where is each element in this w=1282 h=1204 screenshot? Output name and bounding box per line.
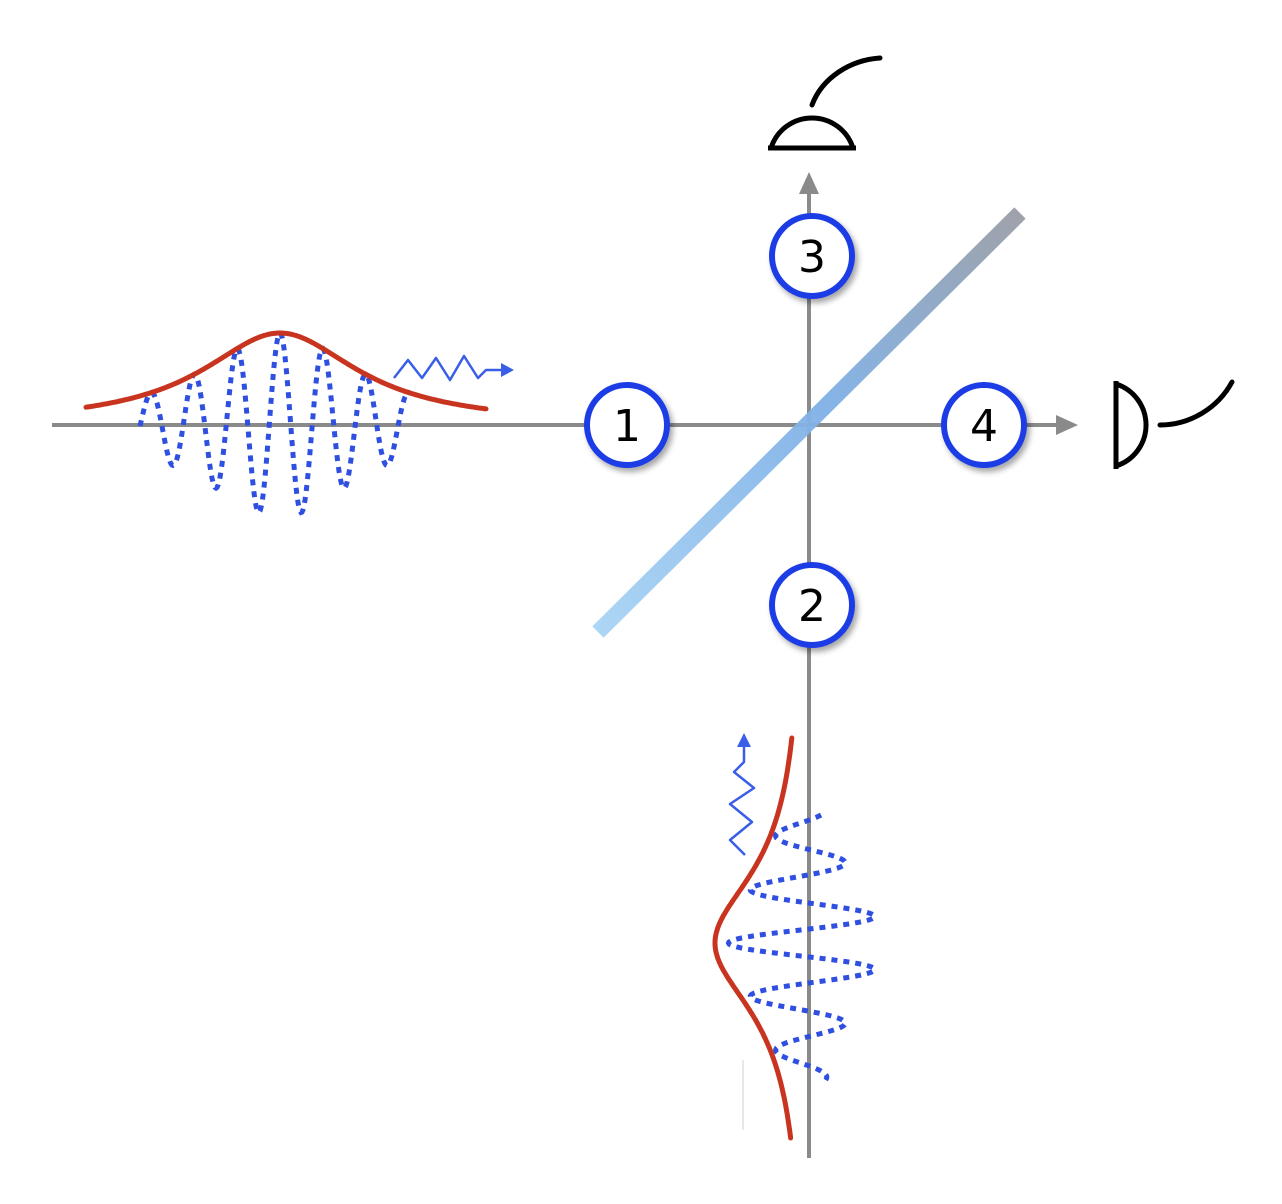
wavy-arrow-icon [728, 733, 756, 856]
port-label: 4 [970, 401, 998, 452]
bottom-envelope [712, 735, 795, 1141]
wavy-arrow-icon [393, 354, 514, 382]
horizontal-axis [52, 415, 1078, 435]
port-3-marker: 3 [769, 213, 855, 299]
left-wave-packet [83, 329, 489, 516]
vertical-arrowhead [799, 172, 819, 194]
port-2-marker: 2 [769, 562, 855, 648]
photodetector-icon [768, 55, 883, 151]
photodetector-icon [1113, 379, 1235, 469]
port-label: 3 [798, 232, 826, 283]
vertical-axis [799, 172, 819, 1158]
bottom-carrier-wave [725, 812, 877, 1082]
horizontal-arrowhead [1056, 415, 1078, 435]
port-label: 1 [613, 401, 641, 452]
beam-splitter [592, 207, 1026, 638]
left-envelope [83, 330, 489, 412]
port-1-marker: 1 [584, 382, 670, 468]
left-carrier-wave [137, 329, 412, 516]
bottom-wave-packet [712, 735, 877, 1141]
port-4-marker: 4 [941, 382, 1027, 468]
port-label: 2 [798, 581, 826, 632]
